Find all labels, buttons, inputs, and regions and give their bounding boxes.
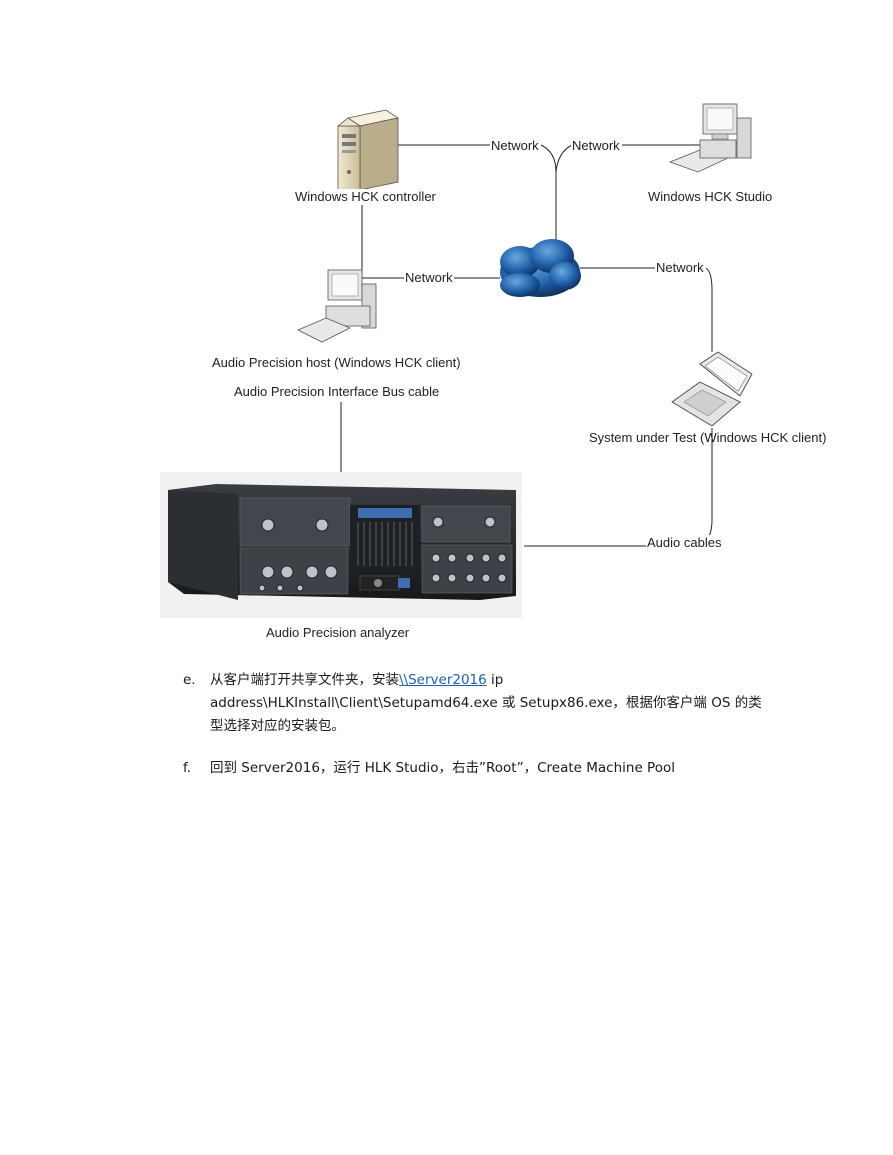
ap-host-label: Audio Precision host (Windows HCK client… <box>212 355 461 370</box>
host-workstation-icon <box>297 269 377 343</box>
network-label-4: Network <box>655 260 705 275</box>
network-label-2: Network <box>571 138 621 153</box>
server-tower-icon <box>336 109 400 191</box>
network-label-3: Network <box>404 270 454 285</box>
step-e-line-3: 型选择对应的安装包。 <box>210 718 345 734</box>
step-e-ip: ip <box>486 672 504 688</box>
instruction-list: e. 从客户端打开共享文件夹，安装\\Server2016 ip address… <box>183 669 783 780</box>
audio-analyzer-image <box>160 472 522 618</box>
network-label-1: Network <box>490 138 540 153</box>
step-e: e. 从客户端打开共享文件夹，安装\\Server2016 ip address… <box>183 669 783 738</box>
network-cloud-icon <box>500 239 581 297</box>
step-f-text: 回到 Server2016，运行 HLK Studio，右击”Root”，Cre… <box>210 760 675 776</box>
controller-label: Windows HCK controller <box>294 189 437 204</box>
sut-label: System under Test (Windows HCK client) <box>589 430 827 445</box>
studio-label: Windows HCK Studio <box>647 189 774 204</box>
laptop-icon <box>671 351 753 427</box>
step-e-text: 从客户端打开共享文件夹，安装 <box>210 672 399 688</box>
ap-bus-label: Audio Precision Interface Bus cable <box>233 384 441 399</box>
network-diagram <box>160 103 753 618</box>
workstation-icon <box>668 103 752 173</box>
step-e-line-2: address\HLKInstall\Client\Setupamd64.exe… <box>210 695 762 711</box>
step-f: f. 回到 Server2016，运行 HLK Studio，右击”Root”，… <box>183 757 783 780</box>
step-marker: f. <box>183 760 192 776</box>
audio-cables-label: Audio cables <box>646 535 723 550</box>
step-marker: e. <box>183 672 196 688</box>
analyzer-label: Audio Precision analyzer <box>265 625 411 640</box>
server-share-link[interactable]: \\Server2016 <box>399 672 487 688</box>
step-e-line-1: 从客户端打开共享文件夹，安装\\Server2016 ip <box>210 669 783 692</box>
